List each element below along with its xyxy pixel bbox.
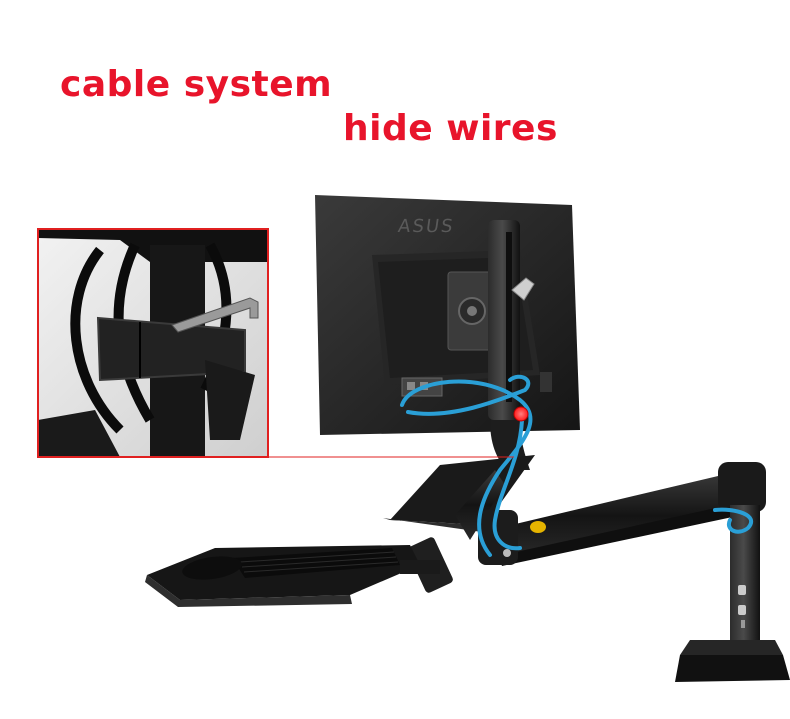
desk-clamp-base: [675, 655, 790, 682]
monitor: ASUS: [315, 195, 580, 435]
gas-spring-arm: [478, 462, 766, 566]
allen-key-icon: [171, 297, 259, 333]
keyboard-tray: [145, 455, 535, 607]
cable-clip-detail-inset: [37, 228, 269, 458]
hidden-cables: [400, 374, 753, 557]
nb-logo-icon: [530, 521, 546, 533]
mouse: [182, 556, 242, 580]
monitor-brand-text: ASUS: [397, 216, 456, 237]
cable-clip-marker: [513, 406, 529, 422]
adjustment-knob-icon: [511, 277, 535, 301]
caption-hide-wires: hide wires: [343, 108, 558, 149]
caption-cable-system: cable system: [60, 64, 333, 105]
